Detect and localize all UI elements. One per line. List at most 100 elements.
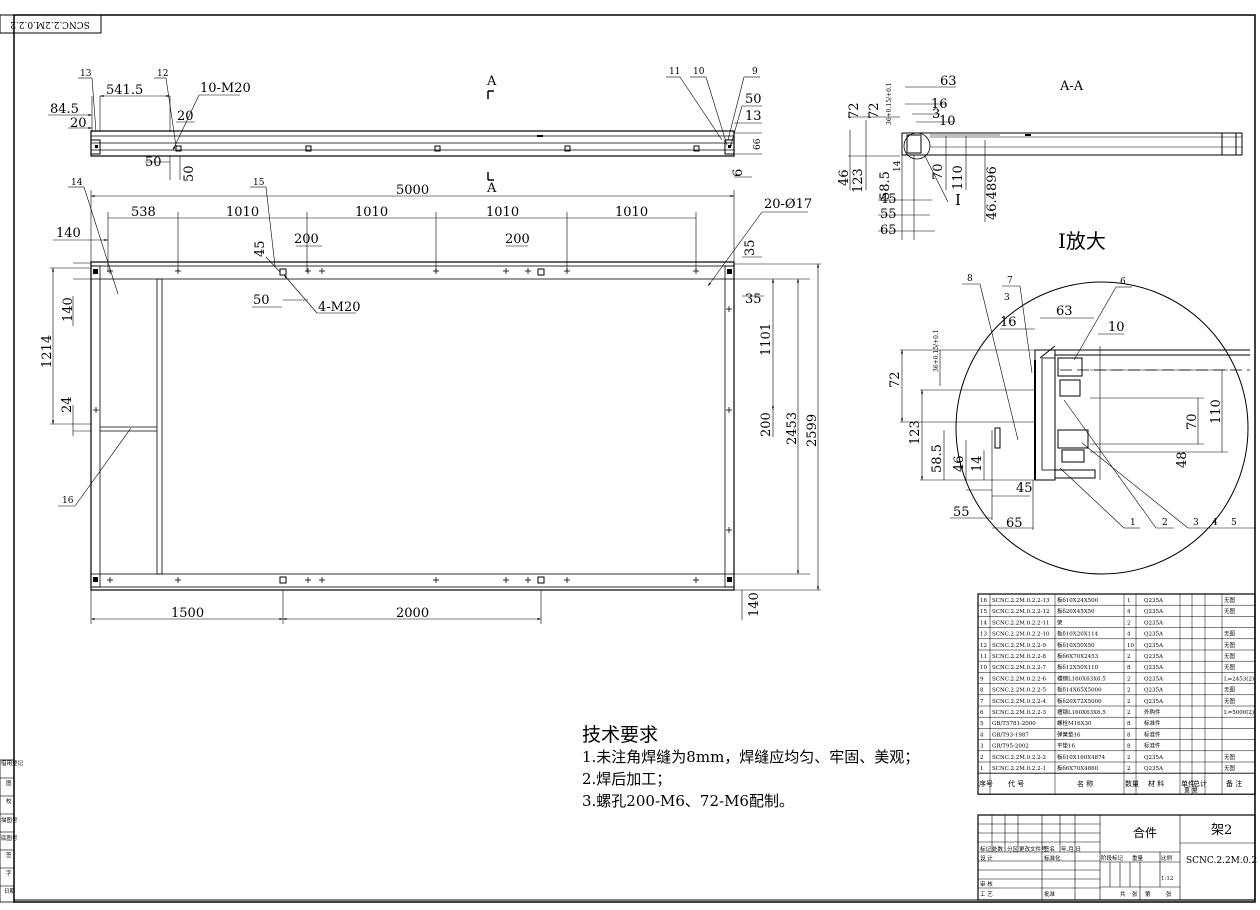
dim-label: 10-M20 bbox=[200, 81, 251, 96]
dim-label: 65 bbox=[1006, 516, 1023, 531]
balloon: 5 bbox=[1231, 518, 1237, 528]
balloon: 8 bbox=[967, 274, 973, 284]
bom-cell: 8 bbox=[1127, 665, 1131, 671]
dim-label: 45 bbox=[1016, 481, 1033, 496]
bom-cell: 2 bbox=[1127, 699, 1131, 705]
top-view: A A 541.5 84.5 20 20 10-M20 50 50 13 12 bbox=[48, 67, 763, 196]
bom-cell: 弹簧垫16 bbox=[1057, 730, 1081, 738]
bom-cell: 板δ6X70X4860 bbox=[1057, 764, 1099, 772]
dim-spacing: 1010 bbox=[615, 205, 648, 220]
bom-cell: 无图 bbox=[1224, 607, 1236, 615]
bom-header-cell: 材 料 bbox=[1148, 779, 1164, 788]
bom-cell: 4 bbox=[1127, 609, 1131, 615]
bom-cell: 无图 bbox=[1224, 753, 1236, 761]
balloon: 4 bbox=[1212, 518, 1218, 528]
tb-label: 第 bbox=[1145, 890, 1151, 898]
dim-label: 45 bbox=[253, 240, 268, 257]
side-strip: 借用登记 图 校 描图号 底图号 签 字 日期 bbox=[0, 759, 24, 903]
dim-spacing: 1010 bbox=[355, 205, 388, 220]
bom-cell: 板δ12X50X110 bbox=[1057, 663, 1099, 671]
bom-cell: 1 bbox=[980, 766, 984, 772]
bom-cell: 9 bbox=[980, 676, 984, 682]
dim-label: 50 bbox=[745, 92, 762, 107]
bom-cell: Q235A bbox=[1144, 688, 1164, 694]
dim-label: 72 bbox=[888, 371, 903, 388]
dim-label: 200 bbox=[759, 412, 774, 437]
balloon: 12 bbox=[157, 69, 168, 79]
bom-cell: 8 bbox=[1127, 744, 1131, 750]
dim-overall: 5000 bbox=[396, 183, 429, 198]
dim-label: 55 bbox=[953, 505, 970, 520]
detail-title: I放大 bbox=[1058, 229, 1106, 253]
dim-label: 16 bbox=[1000, 315, 1017, 330]
dim-label: 48 bbox=[1175, 451, 1190, 468]
detail-view: 63 16 10 72 36+0.15/+0.1 123 58.5 46 14 … bbox=[888, 274, 1255, 575]
dim-label: 14 bbox=[970, 455, 985, 472]
dim-label: 110 bbox=[1209, 399, 1224, 424]
side-strip-label: 描图号 bbox=[1, 816, 18, 824]
bom-cell: 8 bbox=[1127, 721, 1131, 727]
side-strip-label: 图 bbox=[6, 779, 12, 787]
dim-label: 63 bbox=[1056, 304, 1073, 319]
dim-label: 200 bbox=[505, 232, 530, 247]
tb-label: 阶段标记 bbox=[1101, 854, 1124, 862]
bom-cell: 无图 bbox=[1224, 686, 1236, 694]
bom-cell: 无图 bbox=[1224, 652, 1236, 660]
bom-cell: 15 bbox=[980, 609, 987, 615]
dim-label: 50 bbox=[182, 165, 197, 182]
bom-cell: SCNC.2.2M.0.2.2-13 bbox=[992, 598, 1050, 604]
dim-label: 140 bbox=[747, 592, 762, 617]
tb-label: 设 计 bbox=[980, 854, 993, 862]
dim-label: 45 bbox=[880, 192, 897, 207]
tech-title: 技术要求 bbox=[582, 724, 659, 746]
dim-label: 36+0.15/+0.1 bbox=[933, 329, 940, 372]
dim-label: 70 bbox=[931, 163, 946, 180]
dim-label: 140 bbox=[56, 226, 81, 241]
dim-label: 63 bbox=[940, 74, 957, 89]
bom-cell: 2 bbox=[980, 755, 984, 761]
bom-cell: GB/T95-2002 bbox=[992, 744, 1029, 750]
tb-label: 重量 bbox=[1132, 854, 1144, 862]
dim-label: 46 bbox=[952, 455, 967, 472]
bom-frame bbox=[977, 593, 1256, 795]
dim-label: 10 bbox=[1108, 320, 1125, 335]
balloon: 2 bbox=[1162, 518, 1168, 528]
tb-label: 签名 bbox=[1044, 845, 1055, 853]
bom-header-cell: 代 号 bbox=[1008, 779, 1024, 788]
bom-cell: Q235A bbox=[1144, 676, 1164, 682]
bom-cell: 12 bbox=[980, 643, 987, 649]
bom-cell: 板δ10X24X500 bbox=[1057, 596, 1099, 604]
balloon: 11 bbox=[669, 67, 680, 77]
bom-cell: 14 bbox=[980, 620, 987, 626]
bom-cell: 平垫16 bbox=[1057, 742, 1075, 750]
dim-label: 70 bbox=[1185, 413, 1200, 430]
dim-label: 1214 bbox=[40, 335, 55, 368]
dim-label: 35 bbox=[743, 239, 758, 256]
dim-label: 14 bbox=[893, 160, 903, 172]
dim-label: 20-Ø17 bbox=[764, 197, 812, 212]
dim-label: 72 bbox=[867, 102, 882, 119]
bom-cell: 架 bbox=[1057, 619, 1063, 626]
side-strip-label: 日期 bbox=[4, 888, 16, 895]
dim-label: 24 bbox=[60, 396, 75, 413]
bom-cell: 11 bbox=[980, 654, 987, 660]
dim-label: 36+0.15/+0.1 bbox=[886, 82, 893, 125]
bom-header-cell: 名 称 bbox=[1077, 779, 1093, 788]
section-mark: A bbox=[486, 74, 497, 89]
dim-label: 6 bbox=[731, 169, 746, 177]
section-view-title: A-A bbox=[1059, 79, 1084, 94]
bom-cell: 标准件 bbox=[1144, 719, 1161, 727]
dim-label: 3 bbox=[932, 107, 940, 122]
bom-cell: 外购件 bbox=[1144, 708, 1161, 716]
balloon: 9 bbox=[752, 67, 758, 77]
bom-cell: 4 bbox=[980, 732, 984, 738]
bom-cell: 2 bbox=[1127, 710, 1131, 716]
dim-label: 84.5 bbox=[50, 102, 79, 117]
tb-label: 审 核 bbox=[980, 880, 993, 888]
dim-label: 2453 bbox=[785, 412, 800, 445]
bom-cell: 8 bbox=[980, 688, 984, 694]
bom-cell: L=5000(2) bbox=[1224, 709, 1254, 716]
balloon: 1 bbox=[1130, 518, 1136, 528]
bom-cell: 板δ20X72X5000 bbox=[1057, 697, 1102, 705]
